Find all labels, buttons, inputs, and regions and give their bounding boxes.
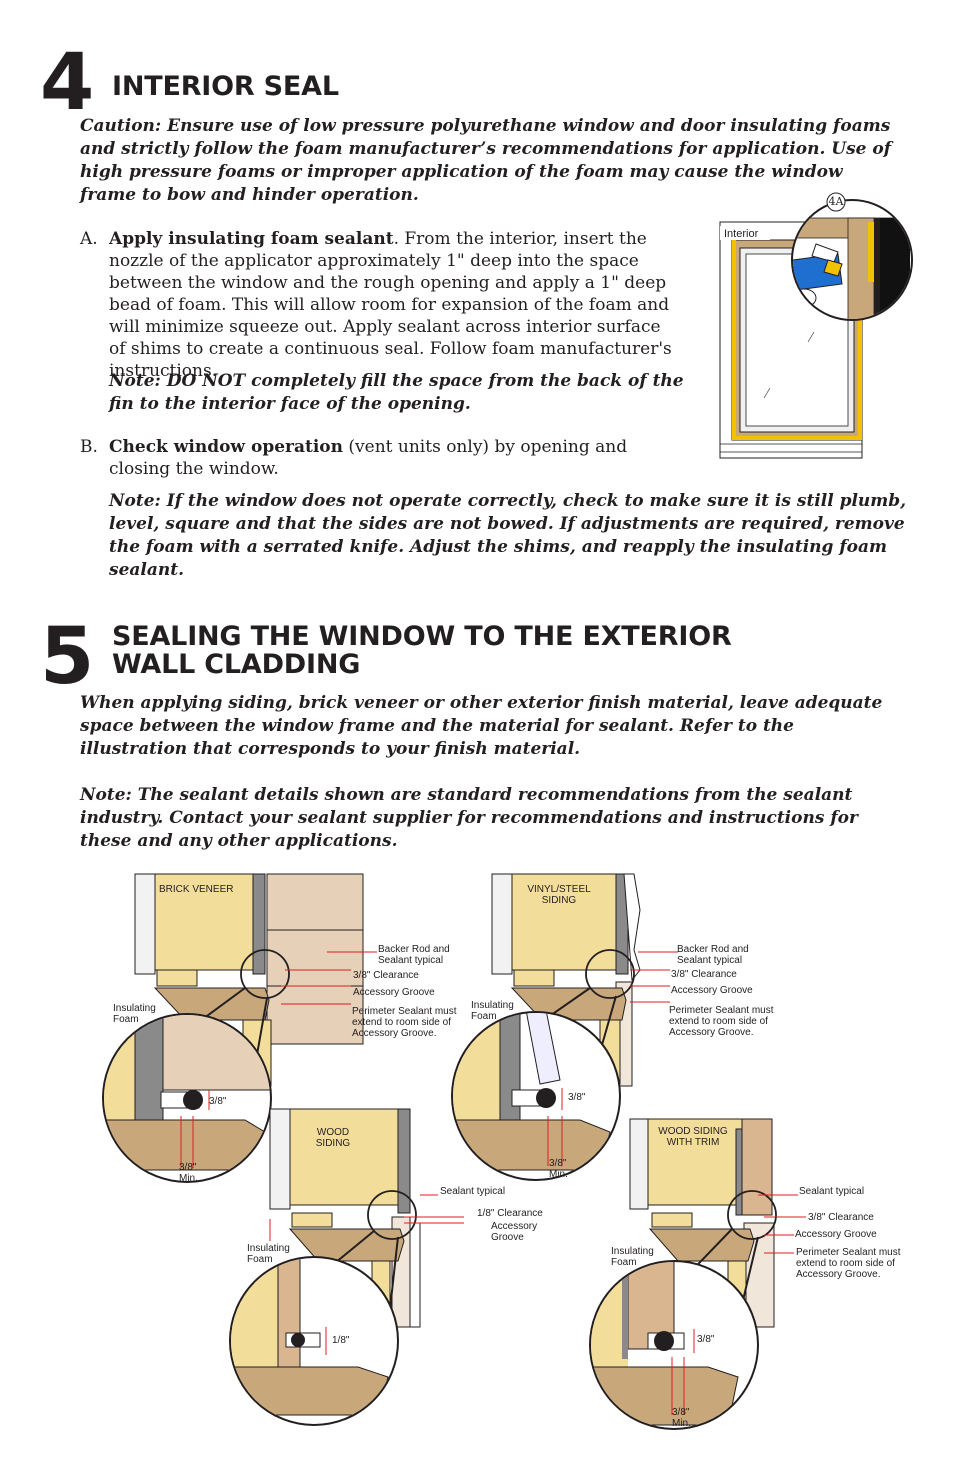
section-title-line1: SEALING THE WINDOW TO THE EXTERIOR	[112, 621, 732, 652]
step-b-heading: Check window operation	[109, 437, 344, 457]
sealant-note: Note: The sealant details shown are stan…	[80, 785, 858, 851]
step-b: B. Check window operation (vent units on…	[80, 436, 690, 480]
step-b-note: Note: If the window does not operate cor…	[109, 491, 907, 580]
wood-siding-detail: WOOD SIDING Sealant typical 1/8" Clearan…	[228, 1105, 568, 1430]
brick-dim-label: 3/8"	[209, 1096, 227, 1107]
brick-perimeter-label: Perimeter Sealant must extend to room si…	[352, 1006, 457, 1039]
intro-text: When applying siding, brick veneer or ot…	[80, 693, 883, 759]
step-b-marker: B.	[80, 437, 98, 457]
figure-4a: 4A Interior	[718, 182, 922, 460]
section-title: INTERIOR SEAL	[112, 71, 339, 102]
step-a-marker: A.	[80, 229, 98, 249]
step-a-note: Note: DO NOT completely fill the space f…	[109, 371, 684, 414]
brick-groove-label: Accessory Groove	[353, 987, 435, 998]
vinyl-foam-label: Insulating Foam	[471, 1000, 514, 1022]
wood-clearance-label: 1/8" Clearance	[477, 1208, 543, 1219]
step-number: 4	[40, 38, 95, 128]
wood-trim-detail: WOOD SIDING WITH TRIM Sealant typical 3/…	[588, 1115, 928, 1445]
trim-dim-label: 3/8"	[697, 1334, 715, 1345]
figure-tag: 4A	[828, 195, 844, 208]
vinyl-siding-detail: VINYL/STEEL SIDING Backer Rod and Sealan…	[450, 870, 800, 1190]
brick-clearance-label: 3/8" Clearance	[353, 970, 419, 981]
vinyl-title: VINYL/STEEL SIDING	[527, 884, 591, 906]
vinyl-backer-label: Backer Rod and Sealant typical	[677, 944, 749, 966]
trim-sealant-label: Sealant typical	[799, 1186, 865, 1197]
vinyl-dim-label: 3/8"	[568, 1092, 586, 1103]
brick-foam-label: Insulating Foam	[113, 1003, 156, 1025]
trim-title: WOOD SIDING WITH TRIM	[658, 1126, 728, 1148]
vinyl-perimeter-label: Perimeter Sealant must extend to room si…	[669, 1005, 774, 1038]
trim-foam-label: Insulating Foam	[611, 1246, 654, 1268]
wood-sealant-label: Sealant typical	[440, 1186, 506, 1197]
wood-title: WOOD SIDING	[315, 1127, 351, 1149]
vinyl-min-label: 3/8" Min.	[549, 1158, 568, 1180]
trim-groove-label: Accessory Groove	[795, 1229, 877, 1240]
step-a-heading: Apply insulating foam sealant	[109, 229, 394, 249]
wood-groove-label: Accessory Groove	[491, 1221, 538, 1243]
trim-clearance-label: 3/8" Clearance	[808, 1212, 874, 1223]
step-a-body: . From the interior, insert the nozzle o…	[109, 229, 672, 381]
trim-perimeter-label: Perimeter Sealant must extend to room si…	[796, 1247, 901, 1280]
wood-foam-label: Insulating Foam	[247, 1243, 290, 1265]
step-a: A. Apply insulating foam sealant. From t…	[80, 228, 680, 382]
brick-title: BRICK VENEER	[159, 884, 234, 895]
brick-min-label: 3/8" Min.	[179, 1162, 198, 1184]
section-title-line2: WALL CLADDING	[112, 649, 361, 680]
brick-veneer-detail: BRICK VENEER Backer Rod and Sealant typi…	[95, 870, 480, 1190]
wood-dim-label: 1/8"	[332, 1335, 350, 1346]
brick-backer-label: Backer Rod and Sealant typical	[378, 944, 450, 966]
caution-text: Caution: Ensure use of low pressure poly…	[80, 116, 892, 205]
trim-min-label: 3/8" Min.	[672, 1407, 691, 1429]
vinyl-groove-label: Accessory Groove	[671, 985, 753, 996]
step-number: 5	[40, 612, 95, 702]
vinyl-clearance-label: 3/8" Clearance	[671, 969, 737, 980]
step-b-body: (vent units only) by opening and closing…	[109, 437, 628, 479]
interior-label: Interior	[724, 228, 759, 240]
